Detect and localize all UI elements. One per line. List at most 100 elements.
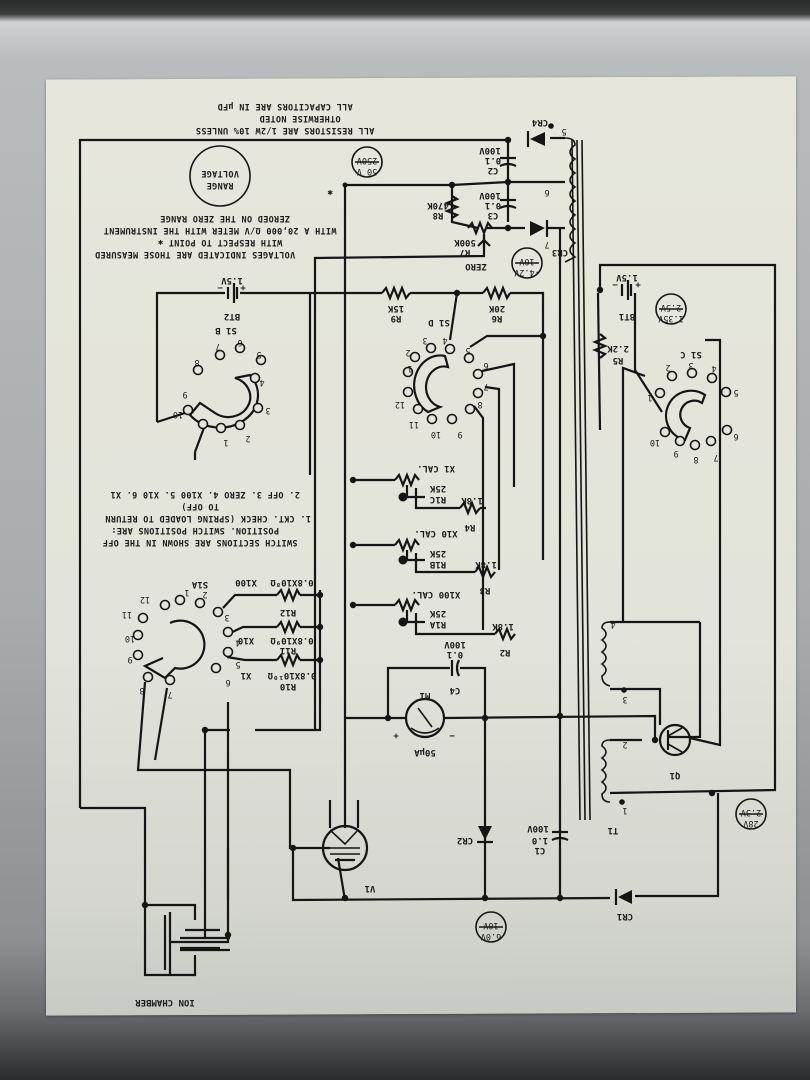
test-point-circles: [189, 145, 767, 943]
switch-s1d[interactable]: [402, 342, 484, 425]
label-r11: R11: [280, 645, 296, 655]
label-r7: R7: [460, 247, 471, 257]
label-cr3: CR3: [552, 247, 568, 257]
switch-pin-label: 10: [650, 437, 660, 447]
capacitor-c1: [551, 830, 569, 841]
switch-pin-label: 10: [125, 633, 135, 643]
label-v1: V1: [365, 883, 376, 893]
switch-pin-label: 8: [477, 399, 482, 409]
note-switch-positions: 2. OFF 3. ZERO 4. X100 5. X10 6. X1: [110, 489, 300, 499]
switch-pin-label: 6: [225, 677, 230, 687]
label-r5: R5: [613, 355, 624, 365]
label-x1-cal: X1 CAL.: [417, 463, 455, 473]
wiring: [78, 136, 777, 977]
label-r1a: R1A: [429, 619, 446, 629]
t1-pin-label: 1: [622, 805, 627, 815]
switch-pin-label: 8: [194, 357, 199, 367]
battery-minus-icon: −: [612, 279, 618, 289]
switch-pin-label: 9: [127, 654, 132, 664]
transformer-t1: [564, 137, 611, 821]
label-t1: T1: [608, 825, 619, 835]
resistor-r4: [459, 500, 481, 516]
label-c2: C2: [488, 165, 499, 175]
switch-s1c[interactable]: [654, 367, 733, 451]
value-m1: 50µA: [414, 747, 436, 757]
test-point-voltage: 6.0V: [481, 931, 501, 941]
switch-pin-label: 2: [202, 589, 207, 599]
meter-m1: [404, 697, 446, 739]
test-point-voltage: 2.3V: [741, 807, 761, 817]
range-r11: X10: [238, 635, 254, 645]
value-bt2: 1.5V: [221, 275, 243, 285]
resistor-r11: [276, 619, 301, 635]
reference-point-marker: ✱: [327, 187, 333, 197]
battery-bt2: [226, 283, 239, 303]
switch-pin-label: 6: [237, 337, 242, 347]
value-r1c: 25K: [429, 483, 446, 493]
value-r1a: 25K: [429, 608, 446, 618]
label-r3: R3: [480, 585, 491, 595]
switch-pin-label: 7: [215, 341, 220, 351]
battery-plus-icon: +: [240, 282, 246, 292]
switch-pin-label: 6: [483, 360, 488, 370]
test-point-voltage: 250V: [357, 155, 377, 165]
diode-cr3: [530, 220, 549, 237]
rating-c1: 100V: [527, 823, 549, 833]
meter-minus-icon: −: [449, 730, 455, 740]
label-c3: C3: [488, 210, 499, 220]
label-s1d: S1 D: [428, 317, 450, 327]
voltage-range-legend: RANGE: [206, 180, 233, 190]
switch-pin-label: 3: [688, 360, 693, 370]
t1-pin-label: 5: [561, 126, 566, 136]
label-s1a: S1A: [191, 579, 208, 589]
value-r10: 0.8X10¹⁰Ω: [267, 670, 316, 680]
capacitor-c3: [499, 198, 517, 209]
test-point-voltage: 2.5V: [661, 302, 681, 312]
switch-pin-label: 4: [711, 363, 716, 373]
value-r3: 1.8K: [475, 559, 497, 569]
switch-s1b[interactable]: [182, 342, 267, 434]
label-c1: C1: [535, 845, 546, 855]
label-s1b: S1 B: [215, 325, 237, 335]
resistor-r2: [494, 626, 516, 642]
test-point-voltage: 10V: [483, 920, 498, 930]
rating-c4: 100V: [444, 639, 466, 649]
switch-pin-label: 12: [140, 594, 150, 604]
value-r6: 20K: [488, 303, 505, 313]
switch-s1a[interactable]: [132, 594, 234, 686]
label-r2: R2: [500, 647, 511, 657]
switch-pin-label: 4: [235, 637, 240, 647]
label-zero: ZERO: [465, 261, 487, 271]
resistor-r7-pot: [467, 220, 493, 248]
note-resistor-capacitor: OTHERWISE NOTED: [259, 113, 340, 123]
test-point-voltage: -4.2V: [514, 267, 540, 277]
range-r10: X1: [241, 670, 252, 680]
t1-pin-label: 2: [622, 739, 627, 749]
switch-pin-label: 5: [235, 659, 240, 669]
capacitor-c2: [499, 156, 517, 167]
label-r1b: R1B: [429, 559, 446, 569]
label-bt2: BT2: [224, 311, 240, 321]
diode-cr4: [526, 131, 545, 147]
switch-pin-label: 3: [265, 405, 270, 415]
value-r5: 2.2K: [607, 343, 629, 353]
capacitor-c4: [450, 659, 460, 677]
switch-pin-label: 11: [409, 419, 419, 429]
note-resistor-capacitor: ALL RESISTORS ARE 1/2W 10% UNLESS: [196, 125, 375, 135]
switch-pin-label: 1: [407, 363, 412, 373]
label-cr4: CR4: [531, 117, 548, 127]
switch-pin-label: 12: [395, 399, 405, 409]
resistor-r1b-pot: [394, 537, 425, 562]
resistor-r8: [444, 195, 460, 219]
switch-pin-label: 6: [733, 431, 738, 441]
switch-pin-label: 2: [245, 433, 250, 443]
label-m1: M1: [420, 690, 431, 700]
test-point-voltage: 1.35V: [658, 313, 684, 323]
value-c4: 0.1: [447, 649, 463, 659]
battery-bt1: [620, 280, 633, 300]
test-point-voltage: 28V: [743, 818, 758, 828]
label-r12: R12: [280, 607, 296, 617]
test-point-voltage: 10V: [519, 256, 534, 266]
note-voltage-measurement: WITH RESPECT TO POINT ✱: [158, 237, 283, 247]
